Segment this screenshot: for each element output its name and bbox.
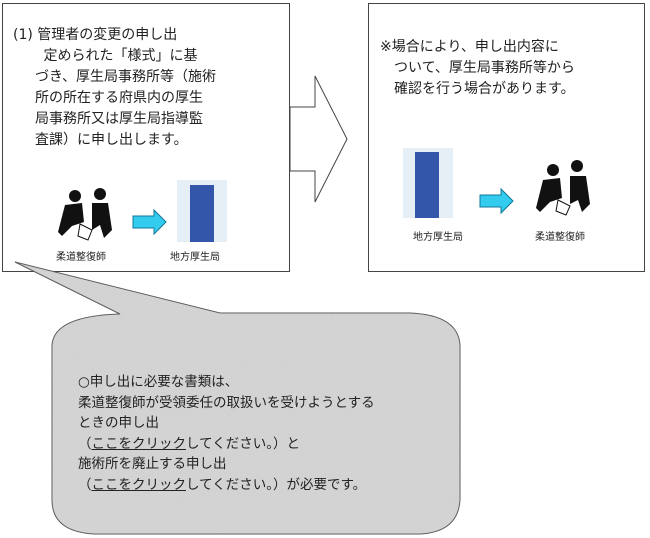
click-here-link-2[interactable]: ここをクリック [91, 476, 187, 493]
right-box-text: ※場合により、申し出内容に ついて、厚生局事務所等から 確認を行う場合があります… [380, 37, 575, 100]
building-icon [403, 148, 453, 218]
paren: （ [78, 476, 92, 493]
from-label: 柔道整復師 [56, 252, 106, 263]
text-line: （ここをクリックしてください。）が必要です。 [78, 475, 375, 496]
arrow-right-icon [132, 208, 167, 236]
flow-arrow [289, 75, 348, 203]
callout-text: ○申し出に必要な書類は、柔道整復師が受領委任の取扱いを受けようとするときの申し出… [78, 372, 375, 495]
text: してください。）が必要です。 [186, 476, 367, 493]
text-line: づき、厚生局事務所等（施術 [35, 69, 217, 85]
text-line: (1) 管理者の変更の申し出 [13, 27, 178, 43]
text-line: ついて、厚生局事務所等から [380, 60, 575, 76]
text-line: 局事務所又は厚生局指導監 [35, 111, 203, 127]
text-line: ※場合により、申し出内容に [380, 39, 559, 55]
text-line: 確認を行う場合があります。 [380, 81, 575, 97]
text: してください。）と [186, 435, 300, 452]
text-line: （ここをクリックしてください。）と [78, 434, 375, 455]
left-box-text: (1) 管理者の変更の申し出 定められた「様式」に基づき、厚生局事務所等（施術所… [13, 25, 216, 151]
text-line: 定められた「様式」に基 [25, 48, 198, 64]
text-line: ときの申し出 [78, 415, 159, 431]
text-line: 柔道整復師が受領委任の取扱いを受けようとする [78, 394, 375, 411]
text-line: 所の所在する府県内の厚生 [35, 90, 203, 106]
building-icon [177, 180, 227, 242]
text-line: 施術所を廃止する申し出 [78, 456, 227, 472]
person-icon [536, 160, 590, 216]
to-label: 柔道整復師 [535, 232, 585, 243]
from-label: 地方厚生局 [413, 232, 463, 243]
text-line: 査課）に申し出します。 [35, 132, 188, 148]
arrow-right-icon [479, 187, 514, 215]
paren: （ [78, 435, 92, 452]
text-line: ○申し出に必要な書類は、 [78, 374, 239, 390]
right-box [368, 3, 645, 272]
person-icon [58, 188, 112, 241]
click-here-link-1[interactable]: ここをクリック [91, 435, 187, 452]
to-label: 地方厚生局 [170, 252, 220, 263]
